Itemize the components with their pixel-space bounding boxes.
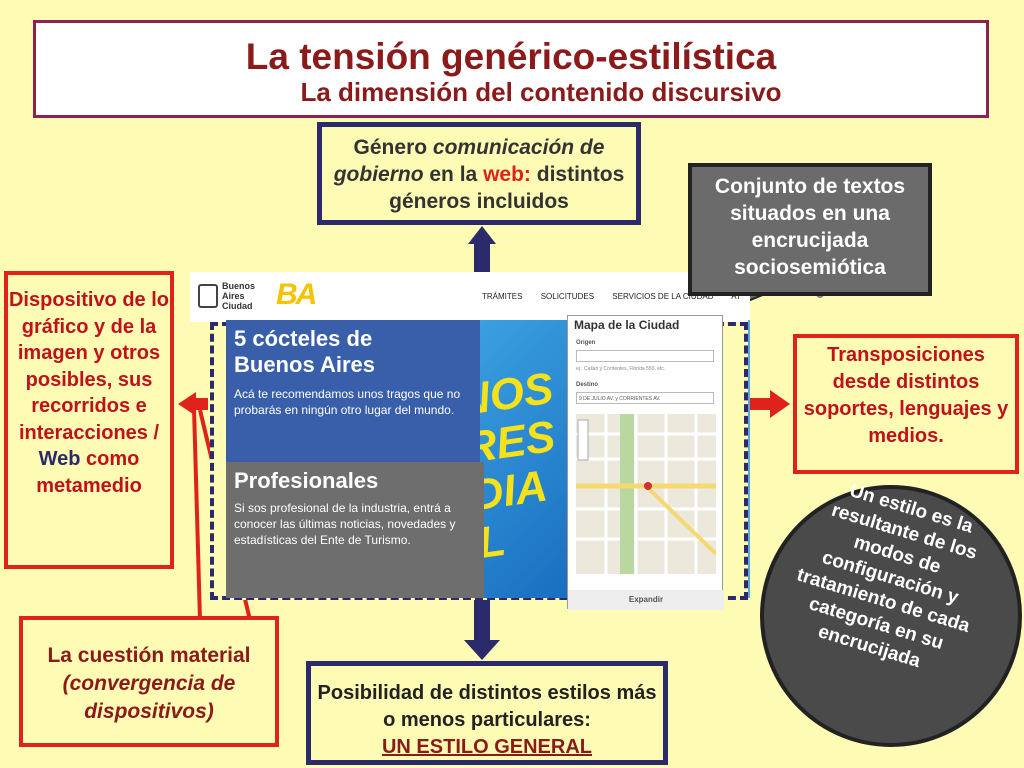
- estilo-circle: [760, 485, 1022, 747]
- arrow-right: [750, 390, 790, 418]
- estilo-general: UN ESTILO GENERAL: [381, 736, 592, 758]
- map-title: Mapa de la Ciudad: [574, 318, 680, 332]
- map-widget: Mapa de la Ciudad Origen ej.: Callao y C…: [567, 315, 724, 610]
- nav-item[interactable]: SOLICITUDES: [540, 292, 595, 301]
- card-text: Acá te recomendamos unos tragos que no p…: [234, 387, 461, 417]
- genero-text-4: distintos géneros incluidos: [389, 163, 625, 213]
- genero-box: Género comunicación de gobierno en la we…: [317, 122, 641, 225]
- genero-text-2: comunicación de gobierno: [333, 136, 605, 186]
- nav-item[interactable]: AT: [731, 292, 741, 301]
- dispositivo-box: Dispositivo de lo gráfico y de la imagen…: [4, 271, 174, 569]
- coat-of-arms-icon: [198, 284, 218, 308]
- ba-logo: BA: [276, 278, 317, 311]
- page-subtitle: La dimensión del contenido discursivo: [300, 77, 782, 107]
- banner-text: NOS RES DIAL: [478, 363, 559, 569]
- genero-text-1: Género: [353, 136, 433, 159]
- posibilidad-box: Posibilidad de distintos estilos más o m…: [306, 661, 668, 765]
- genero-text-web: web:: [483, 163, 531, 186]
- card-title: Profesionales: [234, 468, 379, 493]
- card-profesionales[interactable]: Profesionales Si sos profesional de la i…: [226, 462, 484, 598]
- site-header: Buenos Aires Ciudad BA TRÁMITES SOLICITU…: [190, 272, 824, 322]
- card-text: Si sos profesional de la industria, entr…: [234, 501, 456, 547]
- genero-text-3: en la: [423, 163, 484, 186]
- nav-item[interactable]: SERVICIOS DE LA CIUDAD: [612, 292, 714, 301]
- destino-input[interactable]: 9 DE JULIO AV. y CORRIENTES AV.: [576, 392, 714, 404]
- nav-item[interactable]: TRÁMITES: [482, 292, 523, 301]
- map-view[interactable]: [576, 414, 716, 574]
- arrow-down: [464, 598, 500, 660]
- conjunto-box: Conjunto de textos situados en una encru…: [688, 163, 932, 296]
- cuestion-sub: (convergencia de dispositivos): [62, 672, 236, 723]
- card-cocteles[interactable]: 5 cócteles de Buenos Aires Acá te recome…: [226, 320, 480, 462]
- posibilidad-text: Posibilidad de distintos estilos más o m…: [317, 682, 657, 731]
- origen-hint: ej.: Callao y Corrientes, Florida 550, e…: [576, 366, 666, 372]
- card-title: 5 cócteles de Buenos Aires: [234, 326, 376, 377]
- origen-label: Origen: [576, 340, 596, 346]
- cuestion-heading: La cuestión material: [47, 644, 251, 667]
- page-title: La tensión genérico-estilística: [245, 36, 777, 77]
- banner-image: NOS RES DIAL: [478, 320, 568, 598]
- expandir-button[interactable]: Expandir: [568, 590, 724, 610]
- title-box: La tensión genérico-estilística La dimen…: [33, 20, 989, 118]
- red-line-1: [192, 407, 202, 621]
- dispositivo-text-2: como metamedio: [36, 448, 142, 497]
- dispositivo-text-web: Web: [38, 448, 81, 470]
- street-map: [576, 414, 716, 574]
- cuestion-material-box: La cuestión material (convergencia de di…: [19, 616, 279, 747]
- dispositivo-text-1: Dispositivo de lo gráfico y de la imagen…: [8, 289, 170, 444]
- site-logo-text: Buenos Aires Ciudad: [222, 281, 256, 311]
- banner-edge: [748, 320, 750, 598]
- destino-label: Destino: [576, 382, 599, 388]
- site-nav: TRÁMITES SOLICITUDES SERVICIOS DE LA CIU…: [482, 292, 741, 301]
- transposiciones-box: Transposiciones desde distintos soportes…: [793, 334, 1019, 474]
- arrow-up: [468, 226, 496, 272]
- origen-input[interactable]: [576, 350, 714, 362]
